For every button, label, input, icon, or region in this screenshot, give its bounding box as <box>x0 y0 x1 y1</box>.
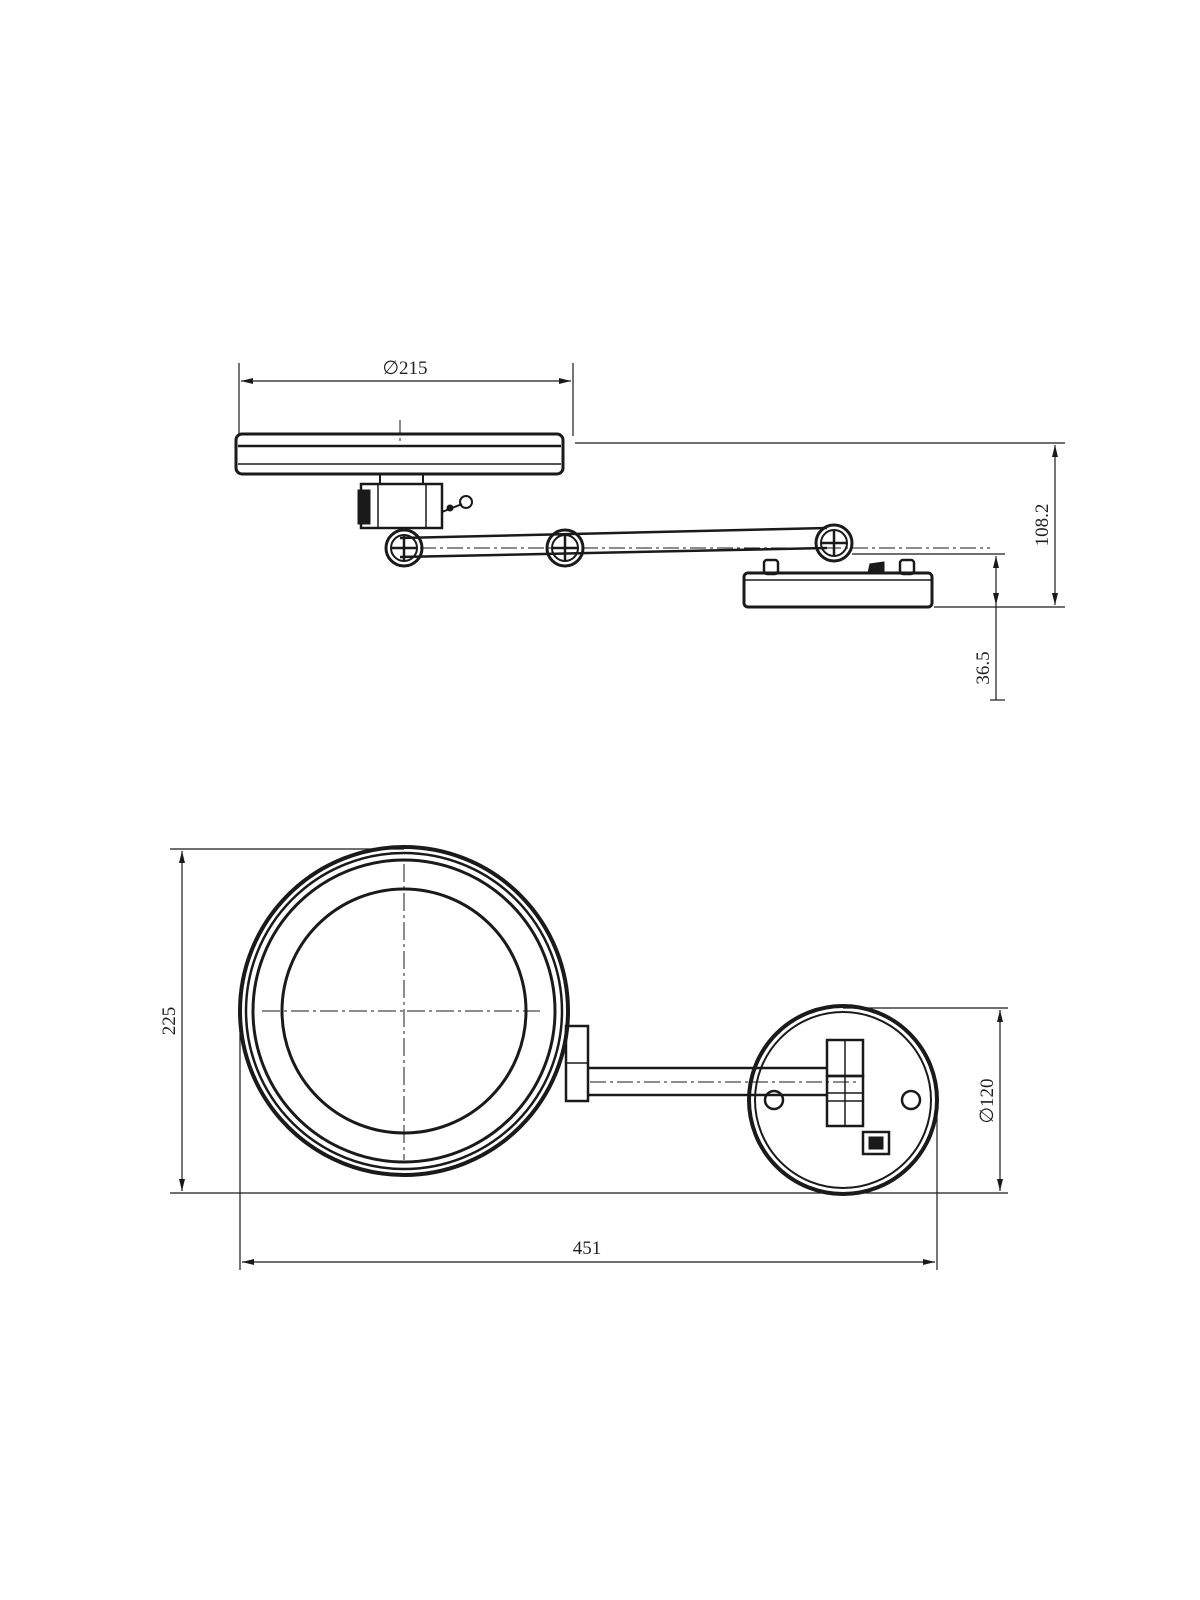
front-wall-base <box>747 1004 939 1196</box>
side-joint-2 <box>545 528 585 568</box>
front-swing-arm <box>588 1066 860 1097</box>
rocker-switch-icon <box>861 1130 891 1156</box>
side-mirror-disc <box>234 420 565 476</box>
label-total-height-front: 225 <box>159 1007 180 1036</box>
side-view <box>234 363 1065 701</box>
front-mirror <box>238 845 570 1177</box>
side-wall-base <box>742 558 934 609</box>
side-swing-arm <box>399 526 990 559</box>
label-base-diameter: ∅120 <box>977 1078 998 1123</box>
label-mirror-diameter: ∅215 <box>382 358 427 379</box>
side-joint-1 <box>384 528 424 568</box>
label-total-width: 451 <box>573 1238 602 1259</box>
label-base-thickness: 36.5 <box>973 651 994 684</box>
front-view <box>170 845 1008 1270</box>
side-mount-block <box>357 474 473 530</box>
label-total-height-side: 108.2 <box>1032 504 1053 547</box>
side-joint-3 <box>814 523 854 563</box>
front-mirror-bracket <box>564 1024 590 1103</box>
